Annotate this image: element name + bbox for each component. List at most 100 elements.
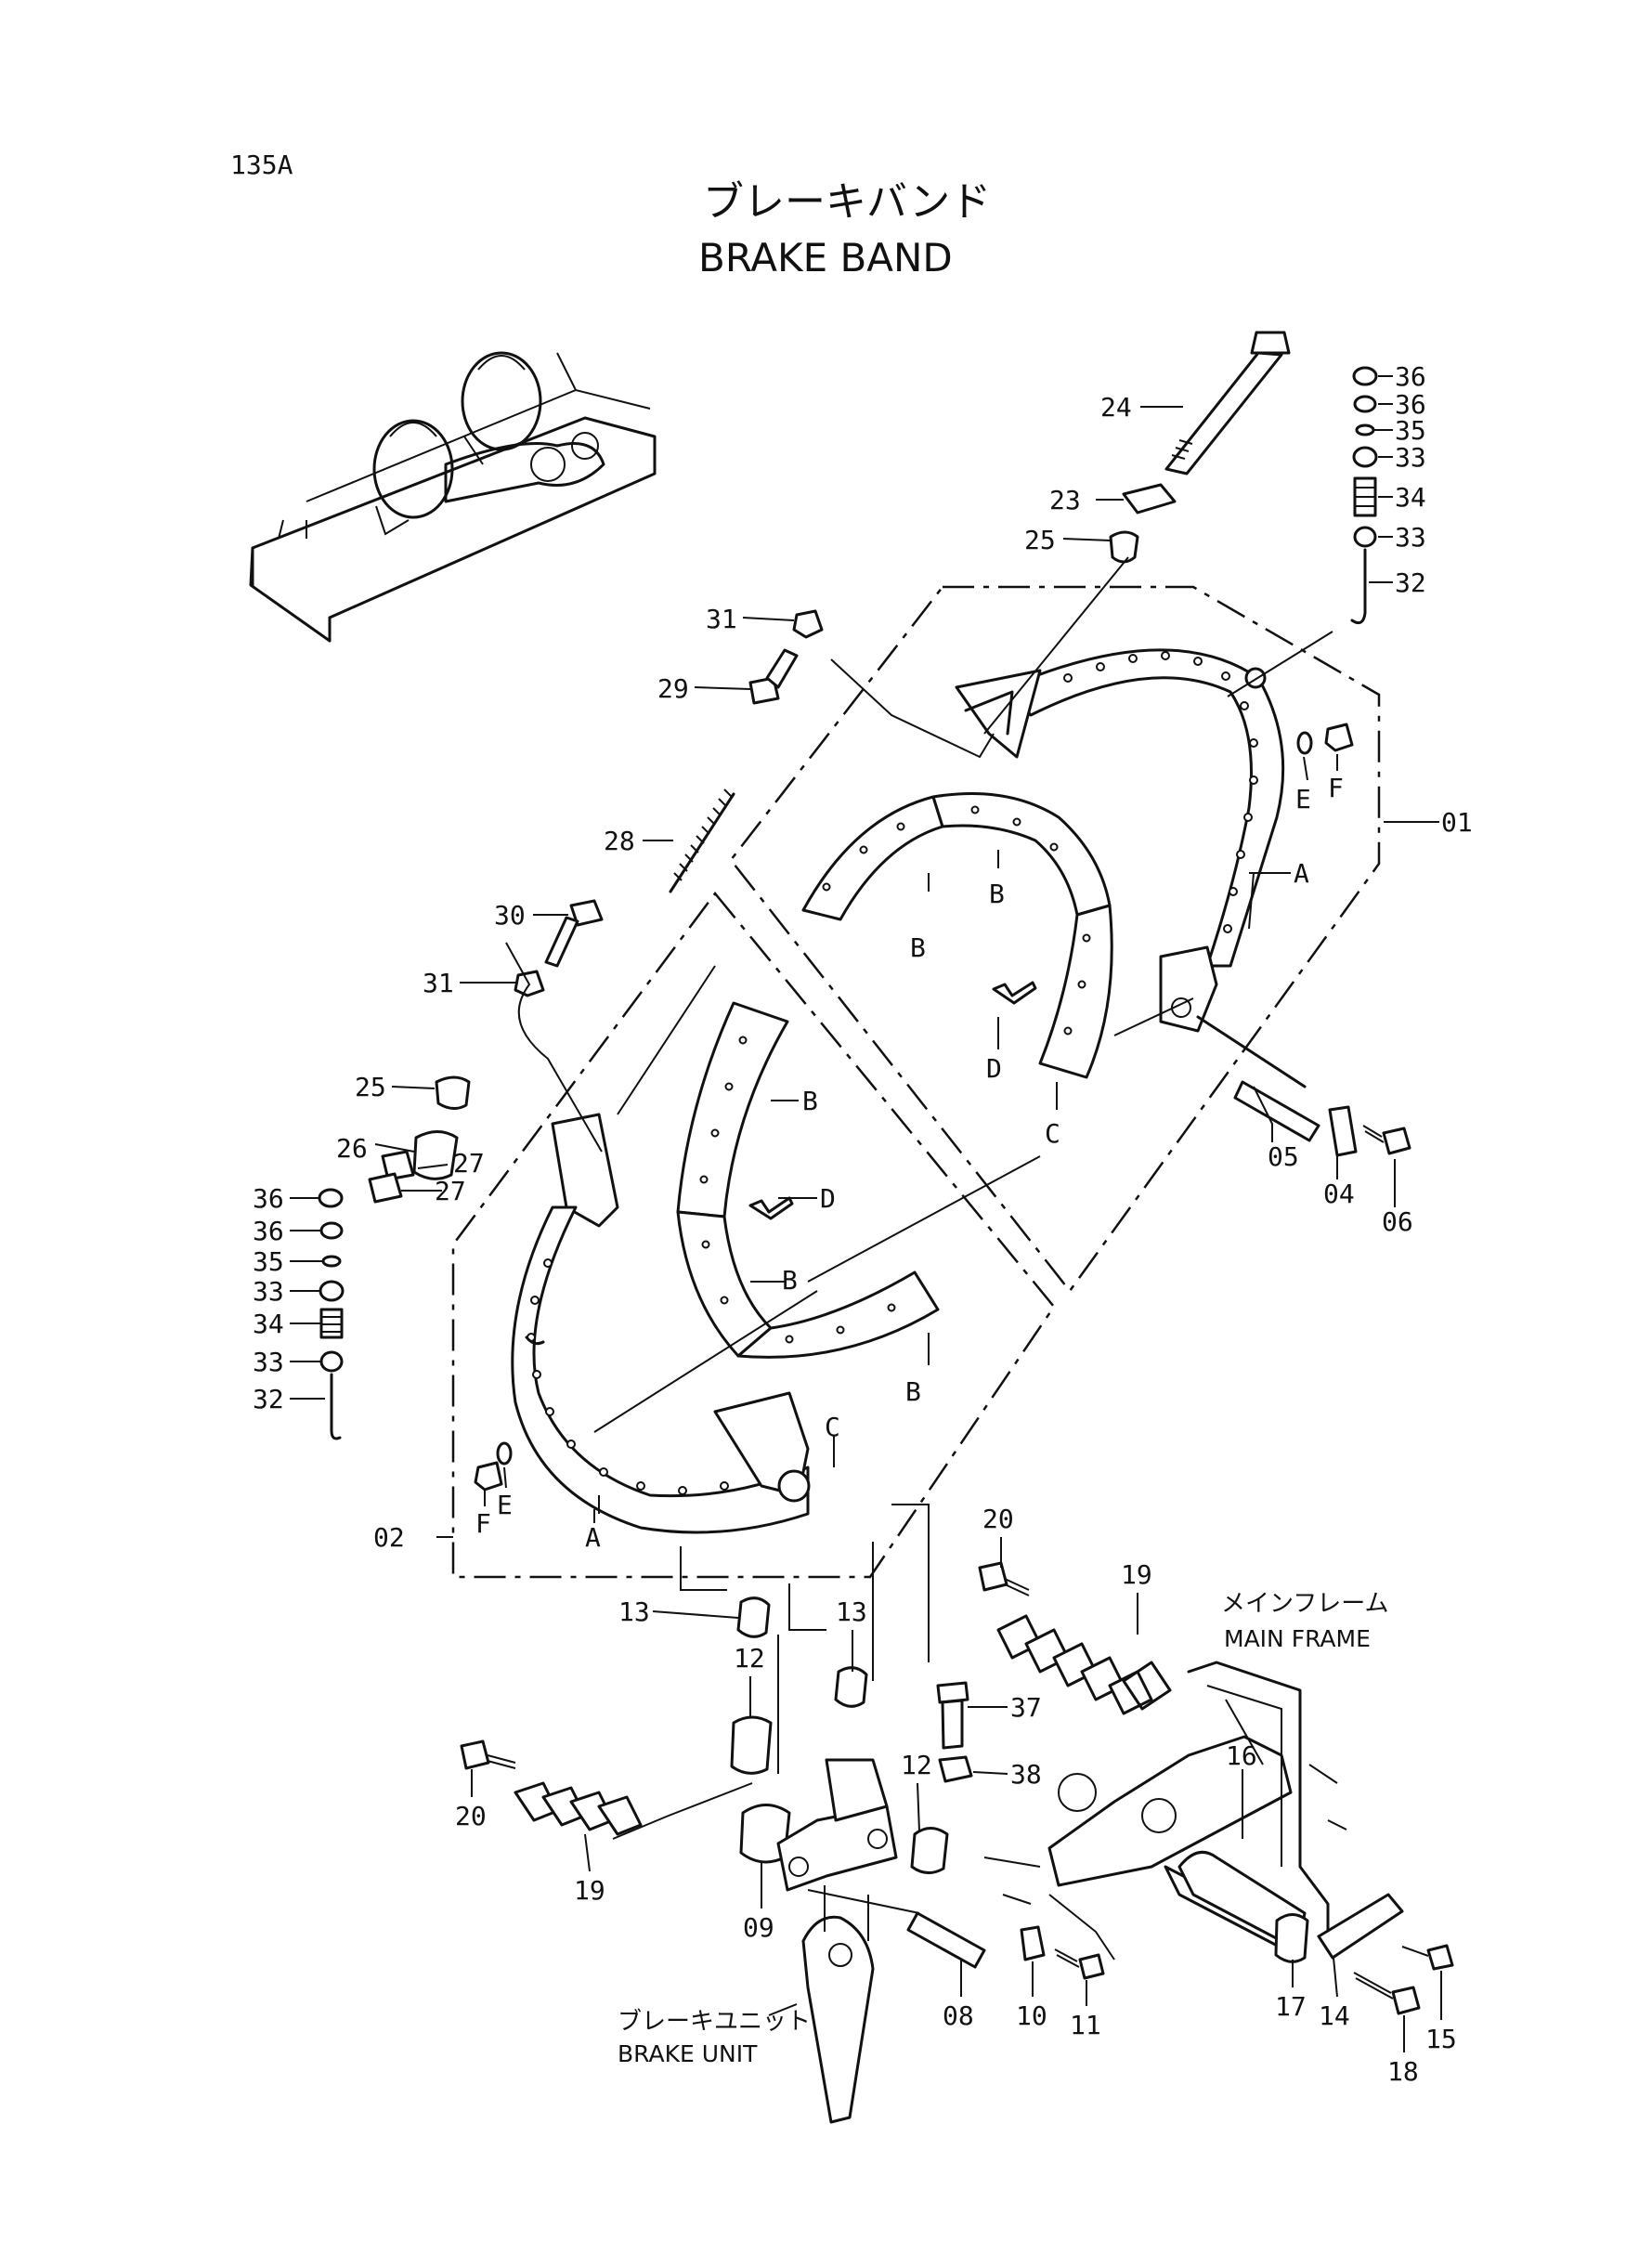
lower-brake-band-A xyxy=(511,1113,811,1534)
label-33-left-a: 33 xyxy=(253,1276,284,1307)
label-14: 14 xyxy=(1319,2000,1350,2031)
label-06: 06 xyxy=(1382,1206,1413,1237)
label-08: 08 xyxy=(943,2000,974,2031)
plate-23 xyxy=(1122,483,1177,515)
label-36-right-b: 36 xyxy=(1395,389,1426,420)
label-F-lower: F xyxy=(475,1508,491,1539)
label-13-right: 13 xyxy=(836,1596,867,1627)
label-36-left-b: 36 xyxy=(253,1216,284,1246)
label-D-lower: D xyxy=(820,1183,836,1214)
label-20-right: 20 xyxy=(982,1504,1014,1534)
cap-25-lower xyxy=(435,1075,471,1110)
label-37: 37 xyxy=(1010,1692,1042,1723)
label-01: 01 xyxy=(1441,807,1473,838)
bushing-26 xyxy=(412,1130,459,1180)
label-33-left-b: 33 xyxy=(253,1347,284,1377)
label-19-left: 19 xyxy=(574,1875,605,1906)
label-36-right-a: 36 xyxy=(1395,361,1426,392)
plate-04 xyxy=(1328,1105,1358,1157)
brake-unit-lever xyxy=(801,1885,875,2124)
label-34-left: 34 xyxy=(253,1309,284,1339)
right-washer-spring-stack xyxy=(1350,366,1378,625)
main-frame-label-en: MAIN FRAME xyxy=(1224,1625,1371,1652)
brake-unit-label-en: BRAKE UNIT xyxy=(618,2040,758,2067)
title-japanese: ブレーキバンド xyxy=(703,178,991,226)
label-30: 30 xyxy=(494,900,526,931)
nut-38 xyxy=(938,1755,973,1783)
title-english: BRAKE BAND xyxy=(698,235,953,280)
label-B-lower-3: B xyxy=(905,1376,921,1407)
label-33-right-a: 33 xyxy=(1395,442,1426,473)
spring-28 xyxy=(669,788,735,893)
bolt-11 xyxy=(1054,1948,1105,1980)
label-24: 24 xyxy=(1100,392,1132,423)
label-09: 09 xyxy=(743,1912,774,1943)
label-16: 16 xyxy=(1226,1740,1257,1771)
brake-unit-leader xyxy=(768,2003,798,2016)
label-28: 28 xyxy=(604,826,635,856)
washer-E-upper xyxy=(1296,731,1313,755)
adjusting-bolt-24 xyxy=(1164,331,1291,476)
label-32-right: 32 xyxy=(1395,567,1426,598)
bolt-37 xyxy=(936,1681,969,1750)
brake-unit-linkage xyxy=(680,1504,949,1892)
label-15: 15 xyxy=(1425,2024,1457,2054)
label-D-upper: D xyxy=(986,1053,1002,1084)
label-13-left: 13 xyxy=(618,1596,650,1627)
label-29: 29 xyxy=(657,673,689,704)
screw-D-upper xyxy=(992,981,1037,1005)
brake-unit-label-jp: ブレーキユニット xyxy=(618,2008,811,2036)
label-12-left: 12 xyxy=(734,1643,765,1674)
cap-25-upper xyxy=(1109,530,1139,564)
bolt-18 xyxy=(1353,1972,1421,2015)
label-33-right-b: 33 xyxy=(1395,522,1426,553)
label-35-left: 35 xyxy=(253,1246,284,1277)
shim-set-19-left xyxy=(514,1781,753,1840)
label-27-a: 27 xyxy=(453,1148,485,1179)
label-38: 38 xyxy=(1010,1759,1042,1790)
label-17: 17 xyxy=(1275,1991,1307,2022)
nut-31-upper xyxy=(792,609,824,639)
lower-brake-lining-B xyxy=(676,1001,940,1359)
pin-08 xyxy=(807,1889,986,1969)
label-A-lower: A xyxy=(585,1522,601,1553)
left-washer-spring-stack xyxy=(318,1188,345,1440)
label-C-upper: C xyxy=(1045,1118,1060,1149)
label-34-right: 34 xyxy=(1395,482,1426,513)
page-code: 135A xyxy=(230,150,293,180)
label-26: 26 xyxy=(336,1133,368,1164)
label-12-right: 12 xyxy=(901,1750,932,1780)
label-05: 05 xyxy=(1268,1141,1299,1172)
label-23: 23 xyxy=(1049,485,1081,515)
label-32-left: 32 xyxy=(253,1384,284,1414)
bolt-06 xyxy=(1362,1125,1411,1155)
label-04: 04 xyxy=(1323,1179,1355,1209)
label-18: 18 xyxy=(1387,2056,1419,2087)
label-02: 02 xyxy=(373,1522,405,1553)
washer-E-lower xyxy=(496,1441,513,1466)
label-25-lower: 25 xyxy=(355,1072,386,1102)
bolt-20-left xyxy=(460,1739,516,1770)
leader-lines xyxy=(290,375,1442,2052)
label-35-right: 35 xyxy=(1395,415,1426,446)
nut-27-b xyxy=(368,1172,403,1204)
label-B-upper-1: B xyxy=(910,932,926,963)
pin-05 xyxy=(1196,1015,1320,1142)
label-A-upper: A xyxy=(1294,858,1309,889)
main-frame-label-jp: メインフレーム xyxy=(1221,1590,1388,1618)
plate-14 xyxy=(1317,1893,1404,1960)
bolt-30 xyxy=(544,899,604,968)
label-19-right: 19 xyxy=(1121,1559,1152,1590)
nut-27-a xyxy=(381,1150,415,1181)
label-B-lower-1: B xyxy=(802,1086,818,1116)
bushing-17 xyxy=(1274,1913,1309,1963)
label-27-b: 27 xyxy=(435,1176,466,1206)
bolt-15 xyxy=(1401,1944,1454,1971)
label-11: 11 xyxy=(1070,2010,1101,2040)
assembly-01-boundary xyxy=(729,585,1381,1294)
label-B-lower-2: B xyxy=(782,1265,798,1296)
screw-D-lower xyxy=(748,1196,794,1220)
nut-F-lower xyxy=(474,1461,503,1492)
